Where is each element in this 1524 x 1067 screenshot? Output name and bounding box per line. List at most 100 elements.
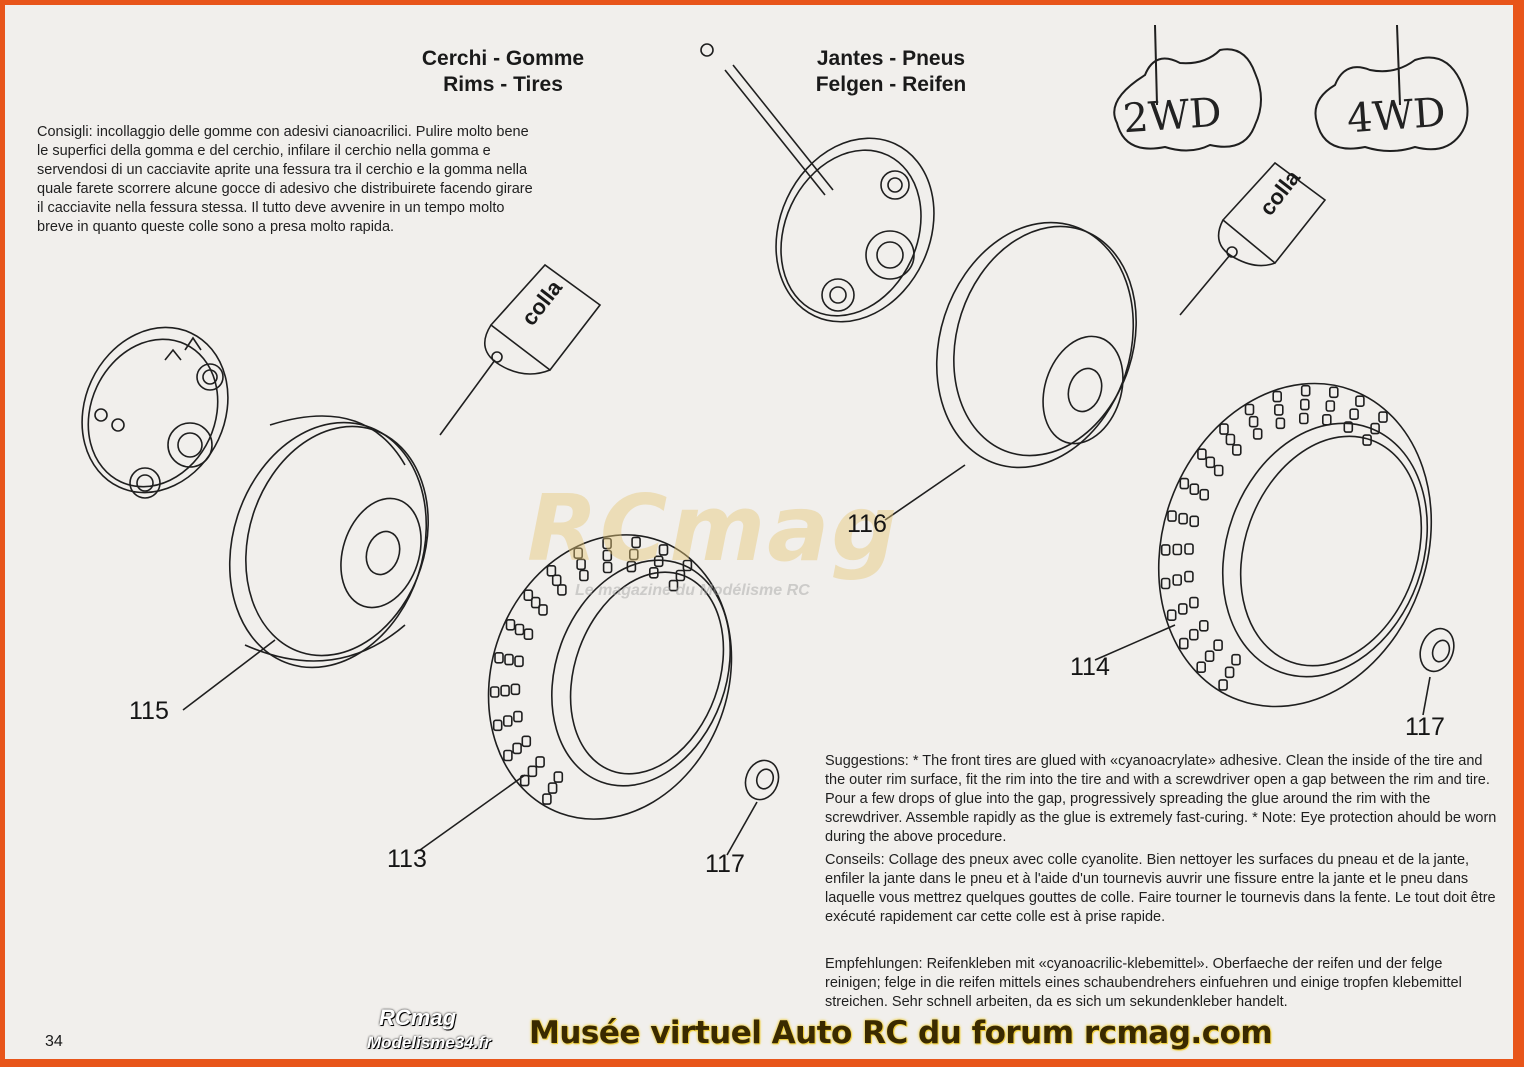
tread-lug	[1274, 404, 1284, 416]
tread-lug	[1244, 403, 1255, 416]
manual-page: RCmag Le magazine du Modélisme RC Cerchi…	[5, 5, 1513, 1059]
tread-lug	[1300, 398, 1310, 411]
page-number: 34	[45, 1033, 63, 1050]
tread-lug	[503, 749, 513, 762]
tread-lug	[626, 560, 637, 573]
rim-115-drawing	[182, 415, 429, 711]
tread-lug	[602, 561, 613, 574]
tread-lug	[1231, 653, 1241, 666]
tread-lug	[1179, 477, 1190, 490]
tread-lug	[523, 589, 534, 602]
tread-lug	[514, 623, 525, 636]
tread-lug	[1329, 386, 1339, 399]
label-4wd: 4WD	[1345, 89, 1448, 143]
part-number-115: 115	[129, 697, 169, 725]
tread-lug	[1189, 596, 1199, 609]
tread-lug	[1178, 603, 1188, 615]
instructions-german: Empfehlungen: Reifenkleben mit «cyanoacr…	[825, 956, 1462, 1010]
tread-lug	[1224, 666, 1235, 679]
tread-lug	[1299, 412, 1309, 425]
tread-lug	[628, 548, 639, 561]
tread-lug	[535, 756, 545, 768]
tread-lug	[631, 536, 641, 549]
tread-lug	[1179, 637, 1189, 650]
tread-lug	[1166, 609, 1177, 622]
tread-lug	[502, 715, 513, 727]
tread-lug	[1225, 433, 1236, 446]
tread-lug	[1204, 650, 1215, 663]
tread-lug	[1160, 577, 1171, 590]
tread-lug	[1219, 423, 1229, 435]
part-number-117-left: 117	[705, 850, 745, 878]
tread-lug	[1349, 408, 1359, 421]
tread-lug	[489, 686, 500, 698]
watermark-tagline: Le magazine du Modélisme RC	[575, 582, 810, 599]
tread-lug	[1189, 483, 1200, 496]
tread-lug	[553, 771, 564, 783]
heading-english: Rims - Tires	[443, 73, 563, 96]
tread-lug	[1189, 515, 1199, 528]
tread-lug	[542, 793, 552, 805]
glue-bottle-left	[439, 263, 602, 436]
nut-117-left-drawing	[726, 759, 780, 856]
tread-lug	[1199, 619, 1209, 632]
instructions-french: Conseils: Collage des pneux avec colle c…	[825, 852, 1496, 925]
tread-lug	[530, 596, 541, 609]
heading-german: Felgen - Reifen	[815, 73, 967, 96]
tread-lug	[1370, 422, 1380, 435]
tread-lug	[576, 558, 586, 571]
tread-lug	[675, 569, 686, 582]
nut-117-right-drawing	[1419, 627, 1455, 716]
tread-lug	[1197, 448, 1207, 461]
tread-lug	[513, 710, 523, 723]
footer-banner: Musée virtuel Auto RC du forum rcmag.com	[529, 1015, 1273, 1051]
center-hub-assembly	[700, 43, 935, 323]
tread-lug	[1362, 434, 1372, 446]
tread-lug	[1199, 488, 1209, 501]
footer-logo: RCmag Modelisme34.fr	[367, 1005, 525, 1059]
tread-lug	[1172, 574, 1182, 586]
tread-lug	[1160, 544, 1171, 556]
tread-lug	[1343, 421, 1354, 433]
tread-lug	[668, 579, 679, 592]
tread-lug	[1272, 390, 1282, 403]
tread-lug	[1172, 543, 1183, 556]
tread-lug	[504, 653, 514, 666]
instructions-italian: Consigli: incollaggio delle gomme con ad…	[37, 124, 533, 235]
heading-french: Jantes - Pneus	[816, 47, 966, 70]
tread-lug	[682, 559, 693, 572]
glue-bottle-right	[1179, 161, 1327, 316]
drive-type-doodles	[1113, 24, 1469, 152]
instructions-english: Suggestions: * The front tires are glued…	[825, 753, 1497, 845]
part-number-114: 114	[1070, 653, 1110, 681]
tread-lug	[1378, 411, 1388, 423]
tread-lug	[658, 544, 669, 556]
tire-113-drawing	[419, 534, 733, 851]
tread-lug	[512, 742, 522, 755]
rim-116-drawing	[884, 221, 1137, 521]
tread-lug	[1184, 543, 1194, 555]
part-number-116: 116	[847, 510, 887, 538]
tread-lug	[1196, 661, 1206, 674]
tread-lug	[573, 547, 584, 560]
tread-lug	[1248, 415, 1259, 428]
tread-lug	[1184, 570, 1194, 583]
part-number-117-right: 117	[1405, 713, 1445, 741]
tread-lug	[514, 655, 524, 668]
tread-lug	[1167, 510, 1177, 522]
tread-lug	[547, 782, 558, 794]
tire-114-drawing	[1094, 382, 1433, 708]
tread-lug	[1322, 413, 1332, 426]
tread-lug	[551, 574, 562, 587]
tread-lug	[1275, 417, 1286, 430]
tread-lug	[1213, 639, 1223, 652]
tread-lug	[653, 555, 664, 568]
tread-lug	[1325, 400, 1336, 412]
left-hub-assembly	[81, 326, 229, 499]
tread-lug	[1300, 384, 1311, 397]
tread-lug	[1218, 679, 1228, 691]
tread-lug	[648, 566, 659, 579]
tread-lug	[579, 569, 589, 582]
tread-lug	[1252, 428, 1263, 440]
tread-lug	[602, 549, 613, 562]
